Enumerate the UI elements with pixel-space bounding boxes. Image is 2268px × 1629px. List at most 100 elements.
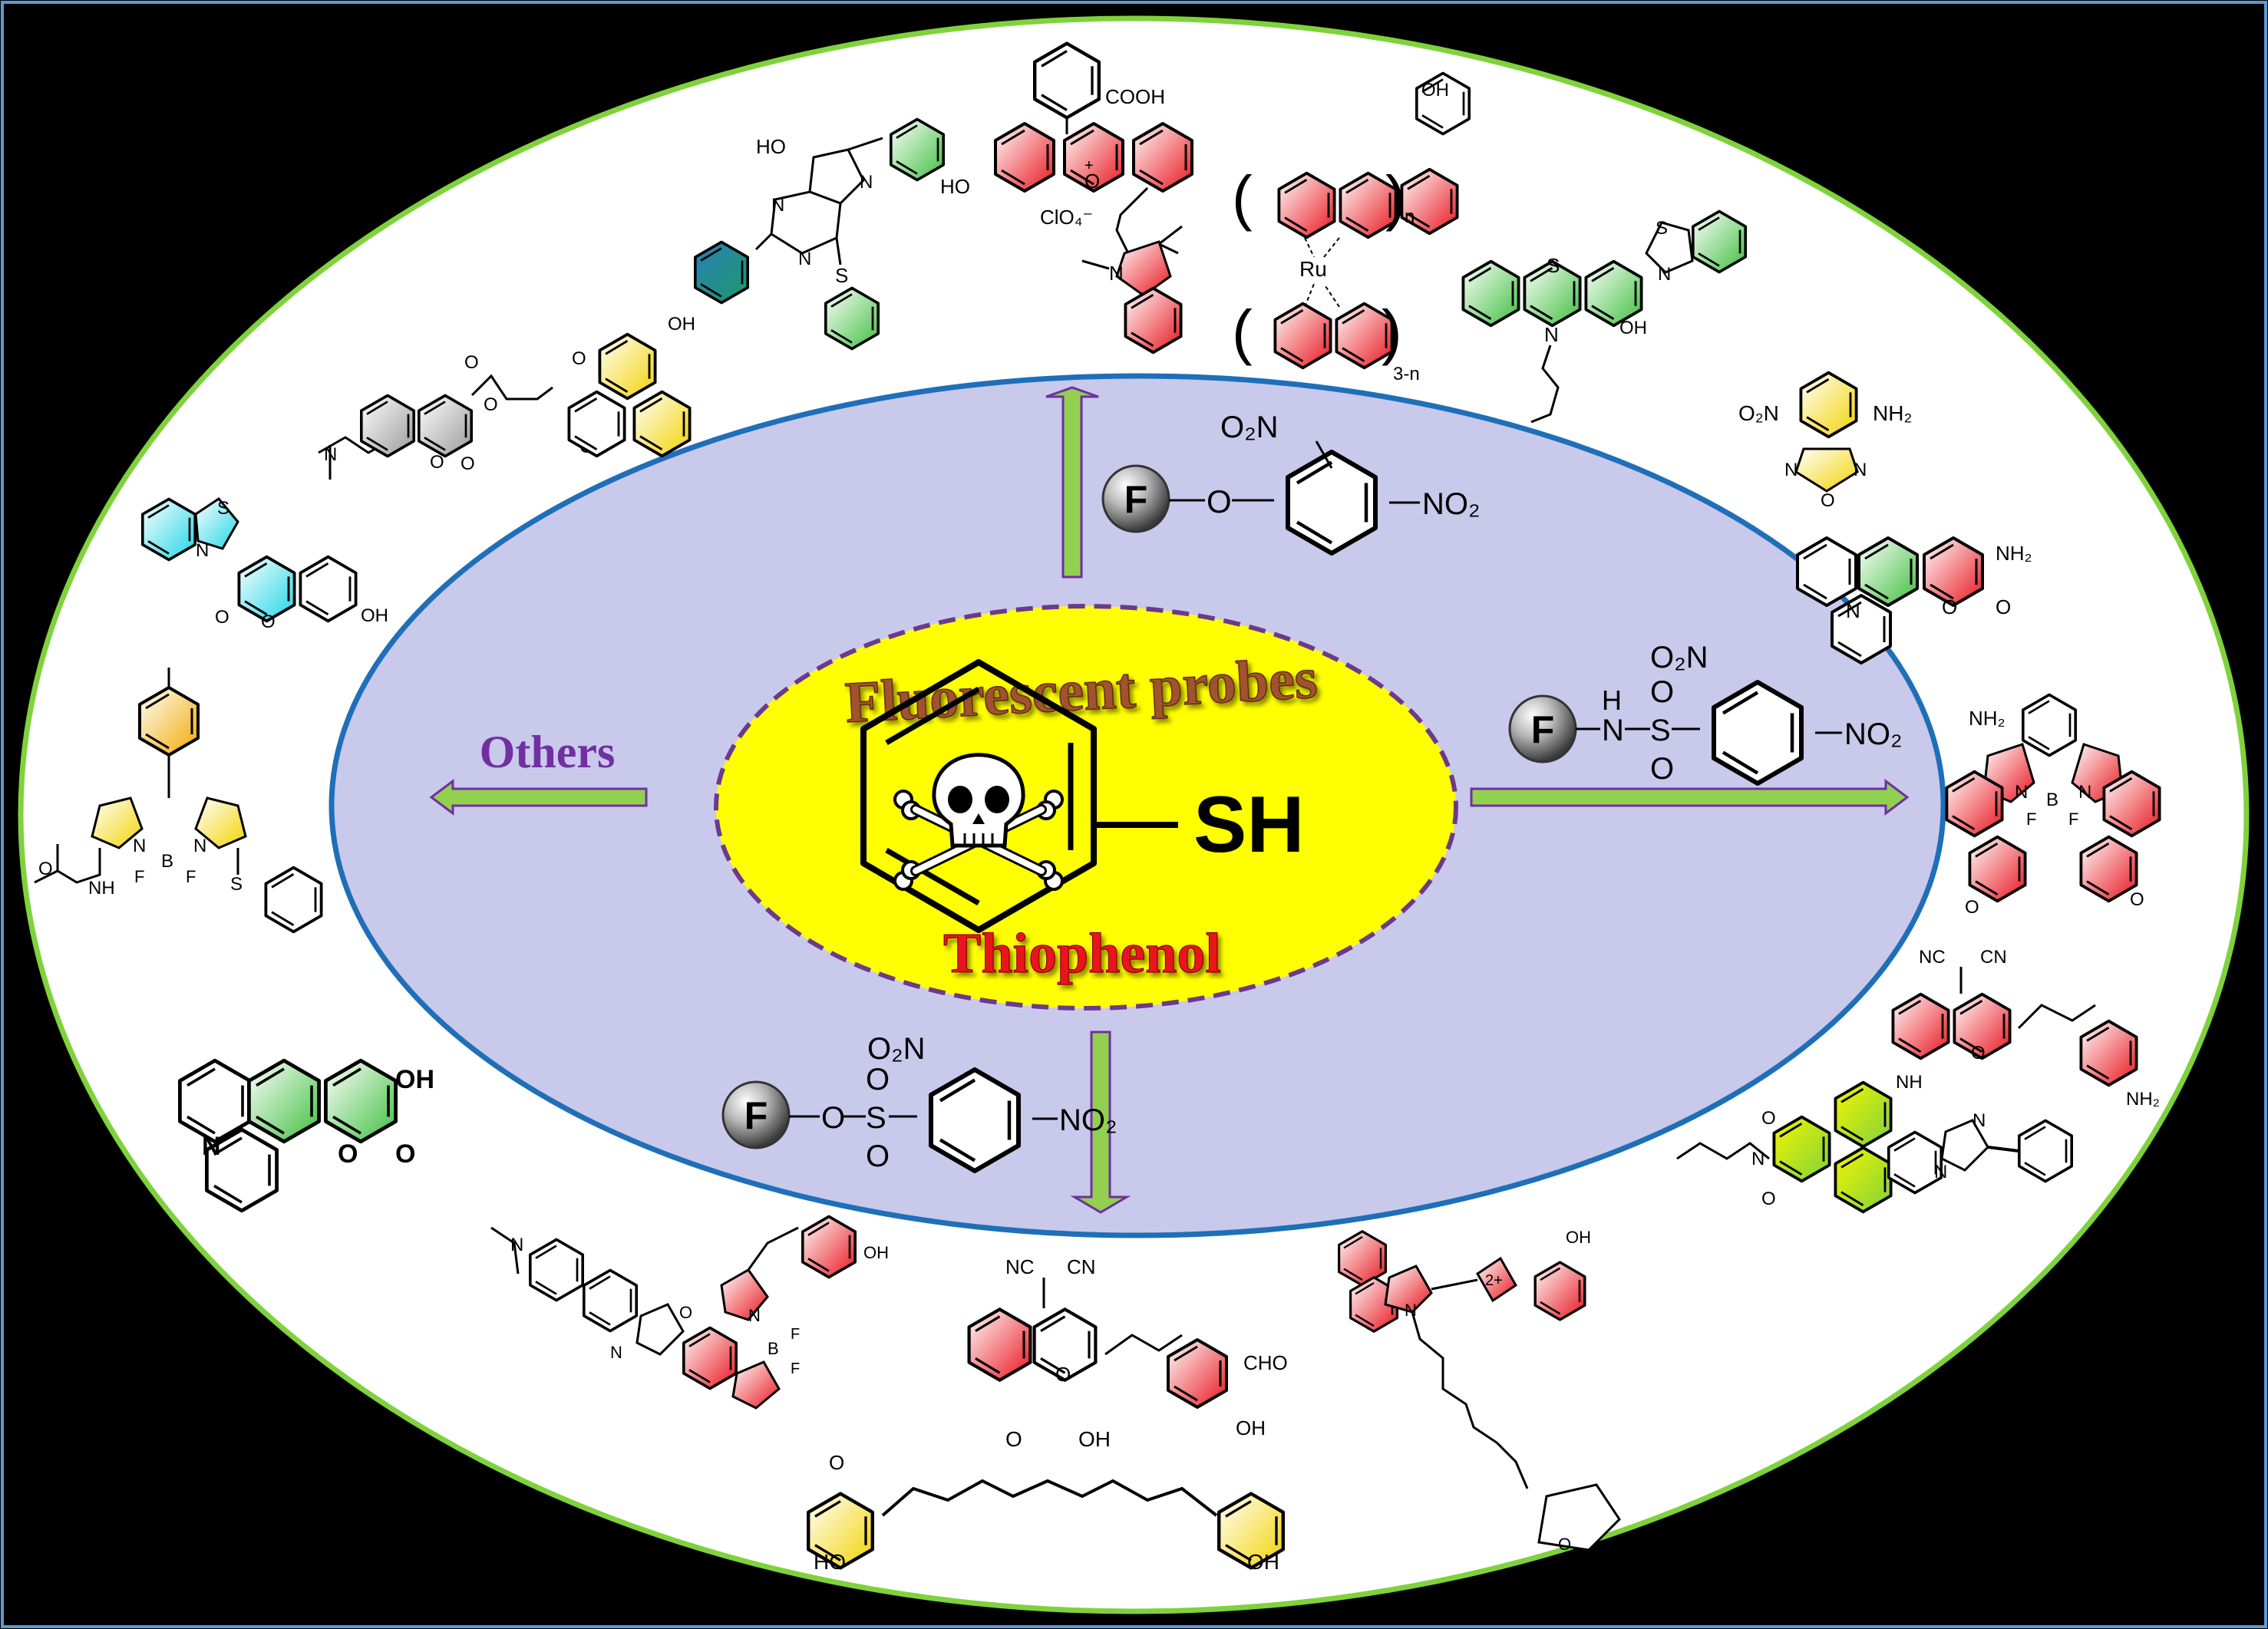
bodipy-right-probe: NH₂ N N B F F O O xyxy=(1945,693,2161,918)
atom-label: S xyxy=(1650,714,1671,747)
atom-label: N xyxy=(1854,460,1867,480)
atom-label: HO xyxy=(940,175,970,198)
fluorophore-letter: F xyxy=(744,1094,768,1137)
atom-label: N xyxy=(193,836,206,856)
atom-label: N xyxy=(133,836,146,856)
atom-label: O xyxy=(461,453,475,474)
atom-label: OH xyxy=(1078,1427,1111,1451)
atom-label: N xyxy=(610,1343,622,1362)
atom-label: NC xyxy=(1005,1255,1035,1278)
atom-label: B xyxy=(768,1339,779,1358)
atom-label: S xyxy=(217,498,229,519)
atom-label: S xyxy=(1656,218,1668,239)
atom-label: COOH xyxy=(1105,85,1165,108)
julolidine-amino-coumarin: NH₂ N O O xyxy=(1796,536,2032,664)
atom-label: O xyxy=(821,1101,845,1135)
julolidine-hydroxy-coumarin: OH N O O xyxy=(180,1060,434,1211)
atom-label: N xyxy=(1544,323,1559,346)
arrow-up xyxy=(1045,386,1099,579)
atom-label: CN xyxy=(1067,1255,1096,1278)
atom-label: N xyxy=(1602,714,1624,747)
atom-label: N xyxy=(2015,782,2028,803)
atom-label: Ru xyxy=(1299,257,1327,281)
atom-label: + xyxy=(1084,157,1094,174)
atom-label: N xyxy=(2078,782,2091,803)
atom-label: F xyxy=(791,1326,800,1343)
atom-label: N xyxy=(202,1132,221,1161)
curcumin-probe: HO O O OH OH xyxy=(808,1427,1283,1574)
atom-label: O xyxy=(866,1139,890,1173)
atom-label: S xyxy=(230,874,243,895)
atom-label: O xyxy=(679,1303,692,1322)
atom-label: N xyxy=(1934,1162,1947,1182)
atom-label: F xyxy=(186,867,196,886)
atom-label: O xyxy=(866,1063,890,1096)
atom-label: O xyxy=(1558,1535,1571,1554)
atom-label: O xyxy=(1650,752,1674,786)
atom-label: F xyxy=(791,1360,800,1377)
atom-label: O xyxy=(1207,483,1232,519)
naphthalimide-imidazo-probe: O O N NH N N xyxy=(1676,1072,2073,1214)
atom-label: N xyxy=(860,172,873,193)
atom-label: O xyxy=(1971,1043,1986,1063)
atom-label: NO₂ xyxy=(1422,487,1481,521)
atom-label: B xyxy=(161,851,173,872)
atom-label: N xyxy=(798,249,811,269)
atom-label: O xyxy=(1005,1427,1022,1451)
fluorophore-letter: F xyxy=(1124,478,1148,521)
atom-label: O xyxy=(1650,675,1674,709)
atom-label: ClO₄⁻ xyxy=(1040,206,1093,229)
atom-label: H xyxy=(1602,684,1622,716)
atom-label: N xyxy=(1973,1110,1986,1131)
atom-label: NH₂ xyxy=(1969,707,2006,730)
atom-label: O xyxy=(464,352,479,373)
atom-label: OH xyxy=(668,314,695,335)
atom-label: CN xyxy=(1980,947,2007,968)
atom-label: O₂N xyxy=(1220,411,1279,444)
atom-label: OH xyxy=(361,605,388,626)
atom-label: O xyxy=(1761,1189,1776,1209)
atom-label: NC xyxy=(1919,947,1946,968)
atom-label: O xyxy=(430,452,444,473)
atom-label: N xyxy=(510,1235,523,1255)
atom-label: N xyxy=(1751,1149,1765,1169)
skull-icon xyxy=(893,753,1064,891)
arrow-right xyxy=(1470,779,1910,816)
others-label: Others xyxy=(480,727,616,777)
nbd-probe: O₂N NH₂ N N O xyxy=(1738,371,1912,511)
atom-label: O xyxy=(1942,595,1957,618)
atom-label: F xyxy=(134,867,144,886)
imidazopyrazine-probe: HO N N N S xyxy=(693,117,945,351)
atom-label: OH xyxy=(1619,318,1647,338)
atom-label: O xyxy=(38,859,53,879)
atom-label: N xyxy=(196,540,209,561)
atom-label: N xyxy=(748,1306,761,1325)
squaraine-glycoside-probe: N 2+ OH O xyxy=(1337,1228,1621,1554)
atom-label: O xyxy=(1965,897,1979,918)
arrow-down xyxy=(1070,1030,1131,1214)
atom-label: NH xyxy=(1896,1072,1923,1093)
atom-label: O₂N xyxy=(867,1032,926,1066)
atom-label: O₂N xyxy=(1738,401,1779,425)
thiol-label: SH xyxy=(1193,780,1304,869)
bracket: ( xyxy=(1232,298,1253,366)
atom-label: n xyxy=(1405,206,1415,227)
atom-label: O xyxy=(1996,595,2011,618)
atom-label: O xyxy=(829,1451,844,1474)
fluorophore-letter: F xyxy=(1531,708,1555,751)
atom-label: 3-n xyxy=(1393,364,1420,384)
xanthene-probe: COOH HO O + ClO₄⁻ N xyxy=(940,44,1193,354)
phenothiazine-probe: S N OH S N xyxy=(1461,209,1747,424)
dnbs-ester-group: F O S O O O₂N NO₂ xyxy=(721,1032,1117,1173)
thiophenol-structure: SH xyxy=(860,659,1304,933)
atom-label: N xyxy=(771,195,784,216)
atom-label: OH xyxy=(1247,1550,1279,1574)
arrow-left xyxy=(429,779,648,816)
atom-label: O xyxy=(261,612,276,632)
atom-label: HO xyxy=(814,1550,846,1574)
atom-label: NH₂ xyxy=(1996,542,2032,565)
atom-label: N xyxy=(1784,460,1798,480)
bracket: ( xyxy=(1232,163,1253,232)
atom-label: OH xyxy=(863,1243,889,1262)
